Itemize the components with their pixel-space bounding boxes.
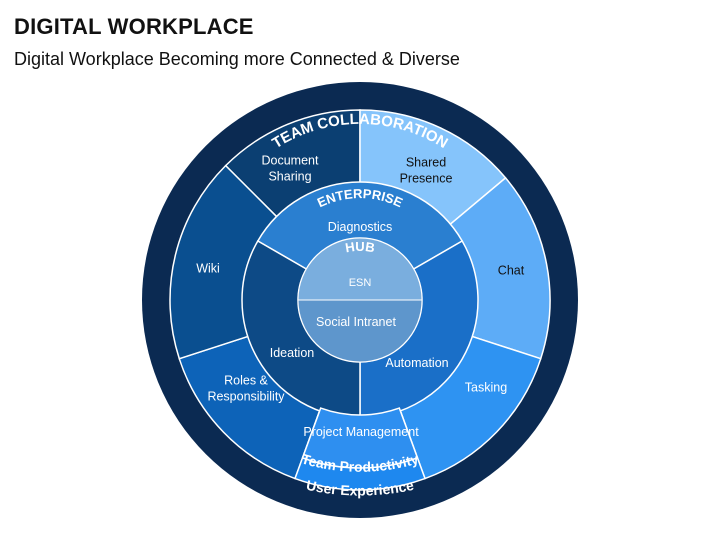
hub-social-intranet: [297, 299, 423, 363]
middle-automation-label: Automation: [385, 356, 448, 370]
page-subtitle: Digital Workplace Becoming more Connecte…: [14, 49, 460, 69]
user-experience-label: User Experience: [305, 477, 415, 499]
hub-esn: [297, 237, 423, 301]
segment-wiki-label-line: Wiki: [196, 261, 220, 275]
segment-tasking-label: Tasking: [465, 380, 507, 394]
middle-ideation-label: Ideation: [270, 346, 315, 360]
segment-document-sharing-label-line: Sharing: [268, 169, 311, 183]
middle-project-management: [301, 407, 419, 469]
segment-shared-presence-label-line: Presence: [400, 171, 453, 185]
segment-chat-label: Chat: [498, 263, 525, 277]
segment-shared-presence-label-line: Shared: [406, 155, 446, 169]
segment-roles-responsibility-label-line: Responsibility: [207, 389, 285, 403]
hub-label: HUB: [344, 239, 376, 255]
middle-diagnostics-label: Diagnostics: [328, 220, 393, 234]
segment-chat-label-line: Chat: [498, 263, 525, 277]
segment-roles-responsibility-label-line: Roles &: [224, 373, 268, 387]
middle-project-management-label: Project Management: [303, 425, 419, 439]
segment-roles-responsibility-label: Roles & Responsibility: [207, 373, 285, 403]
user-experience-text: User Experience: [305, 477, 415, 499]
hub-text: HUB: [344, 239, 376, 255]
segment-document-sharing-label-line: Document: [262, 153, 319, 167]
hub-esn-label: ESN: [349, 277, 372, 289]
segment-tasking-label-line: Tasking: [465, 380, 507, 394]
segment-wiki-label: Wiki: [196, 261, 220, 275]
hub-social-intranet-label: Social Intranet: [316, 315, 396, 329]
page-title: DIGITAL WORKPLACE: [14, 14, 254, 39]
